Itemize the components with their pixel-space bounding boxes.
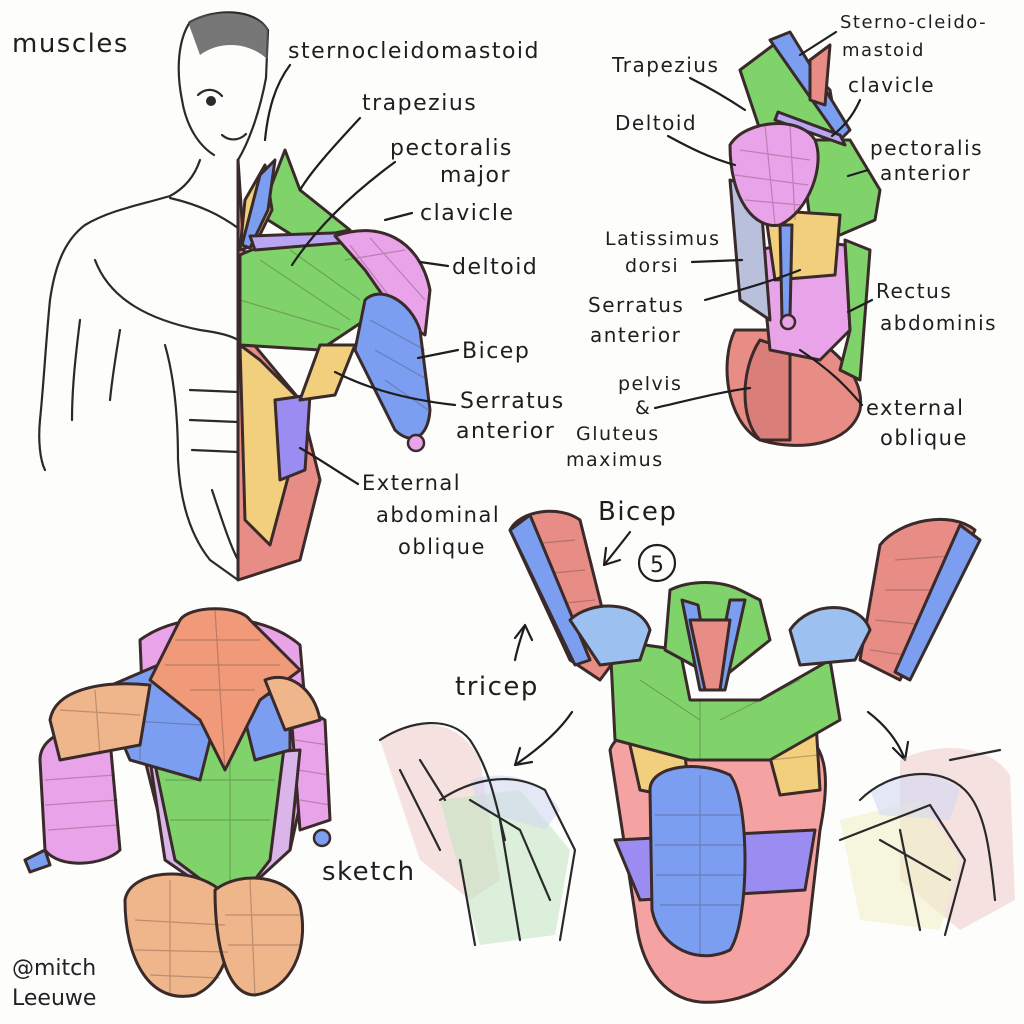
arrow-bicep (602, 530, 632, 567)
label-pectoralis-1: pectoralis (390, 136, 513, 161)
left-deltoid-arms-up (568, 604, 652, 667)
leader-deltoid (418, 260, 450, 268)
sternocleidomastoid-shape (240, 158, 277, 250)
pelvis-side-shape (743, 338, 792, 442)
pectoralis-arms-up (608, 638, 842, 762)
label-pelvis-1: pelvis (618, 373, 682, 395)
right-deltoid-back (263, 675, 322, 732)
external-oblique-shape (273, 393, 312, 482)
bicep-tendon-side (778, 223, 794, 320)
label-external-oblique-3: oblique (398, 535, 486, 559)
left-forearm-shape (38, 728, 122, 865)
leader-clavicle-side (830, 98, 862, 138)
deltoid-side-shape (728, 122, 820, 227)
right-sketch-study (838, 748, 1015, 937)
leader-rectus (846, 298, 874, 314)
arrow-right-study (866, 710, 910, 762)
arrow-left-study (513, 710, 574, 767)
step-number: 5 (650, 553, 666, 578)
arms-up-figure: Bicep 5 tricep (455, 497, 982, 1004)
leader-pectoralis (290, 160, 397, 267)
color-half (236, 148, 432, 582)
rectus-abdominis-center (648, 765, 747, 958)
bicep-end-side (779, 313, 797, 331)
leader-bicep (416, 348, 460, 360)
bicep-shape (353, 292, 432, 440)
label-rectus-1: Rectus (876, 279, 952, 303)
label-pectoralis-side-2: anterior (880, 161, 971, 185)
leader-external-side (798, 348, 864, 407)
right-deltoid-arms-up (788, 606, 872, 667)
signature-line-2: Leeuwe (12, 986, 96, 1011)
leader-sternocleidomastoid (263, 63, 292, 142)
side-torso-figure: Sterno-cleido- mastoid Trapezius clavicl… (566, 12, 997, 471)
right-tricep-raised (893, 523, 982, 682)
leader-serratus (333, 370, 457, 407)
label-pectoralis-2: major (440, 163, 511, 188)
leader-latissimus (690, 258, 744, 264)
label-pelvis-3: Gluteus (576, 423, 660, 445)
right-hand-tip (312, 828, 332, 848)
label-external-side-2: oblique (880, 426, 968, 450)
label-trapezius-side: Trapezius (611, 53, 719, 77)
label-sternocleido-side-1: Sterno-cleido- (840, 12, 987, 33)
leader-trapezius-side (688, 76, 747, 112)
label-bicep: Bicep (462, 339, 530, 364)
bicep-tendon-end (406, 433, 426, 453)
label-deltoid-side: Deltoid (615, 111, 697, 135)
leader-trapezius (298, 116, 362, 192)
left-sketch-study (378, 721, 577, 947)
label-tricep: tricep (455, 672, 539, 702)
label-clavicle: clavicle (420, 201, 515, 226)
leader-serratus-side (703, 268, 802, 302)
clavicle-side-shape (773, 110, 847, 147)
rectus-abdominis-side-shape (838, 238, 872, 382)
sketch-half (38, 11, 270, 582)
label-latissimus-2: dorsi (625, 255, 679, 277)
trapezius-back-shape (148, 607, 302, 772)
sheet-title: muscles (12, 29, 129, 59)
leader-sternocleido-side (798, 30, 838, 57)
label-sternocleidomastoid: sternocleidomastoid (288, 39, 540, 64)
signature-line-1: @mitch (12, 956, 96, 981)
serratus-shape (298, 343, 357, 402)
label-pelvis-4: maximus (566, 449, 664, 471)
label-external-oblique-1: External (362, 471, 461, 495)
step-circle (637, 543, 677, 583)
left-tricep-raised (508, 513, 592, 667)
label-bicep-arms-up: Bicep (598, 497, 677, 527)
left-hand-tip (23, 848, 52, 874)
label-clavicle-side: clavicle (848, 73, 935, 97)
label-deltoid: deltoid (452, 255, 538, 280)
neck-side-shape (808, 43, 832, 107)
label-serratus-1: Serratus (460, 389, 565, 414)
label-pelvis-2: & (635, 397, 651, 419)
label-serratus-side-2: anterior (590, 323, 681, 347)
arrow-tricep (513, 623, 534, 662)
label-sketch: sketch (322, 857, 416, 887)
leader-external-oblique (298, 446, 360, 486)
sketch-studies (378, 710, 1015, 947)
leader-clavicle (383, 211, 414, 222)
label-external-side-1: external (866, 396, 964, 420)
label-external-oblique-2: abdominal (376, 503, 500, 527)
label-rectus-2: abdominis (880, 311, 997, 335)
label-sternocleido-side-2: mastoid (842, 40, 925, 61)
left-deltoid-back (48, 682, 152, 762)
label-serratus-2: anterior (456, 419, 555, 444)
throat-shape (688, 618, 732, 692)
leader-pelvis (653, 386, 752, 410)
leader-pectoralis-side (846, 168, 870, 178)
label-trapezius: trapezius (362, 91, 477, 116)
leader-deltoid-side (666, 134, 737, 167)
back-torso-figure: sketch @mitch Leeuwe (12, 607, 416, 1011)
label-pectoralis-side-1: pectoralis (870, 136, 983, 160)
right-glute-shape (213, 876, 305, 997)
label-serratus-side-1: Serratus (588, 293, 684, 317)
label-latissimus-1: Latissimus (605, 228, 720, 250)
front-torso-figure: muscles sternocleidomastoid trapezius pe… (12, 11, 565, 582)
